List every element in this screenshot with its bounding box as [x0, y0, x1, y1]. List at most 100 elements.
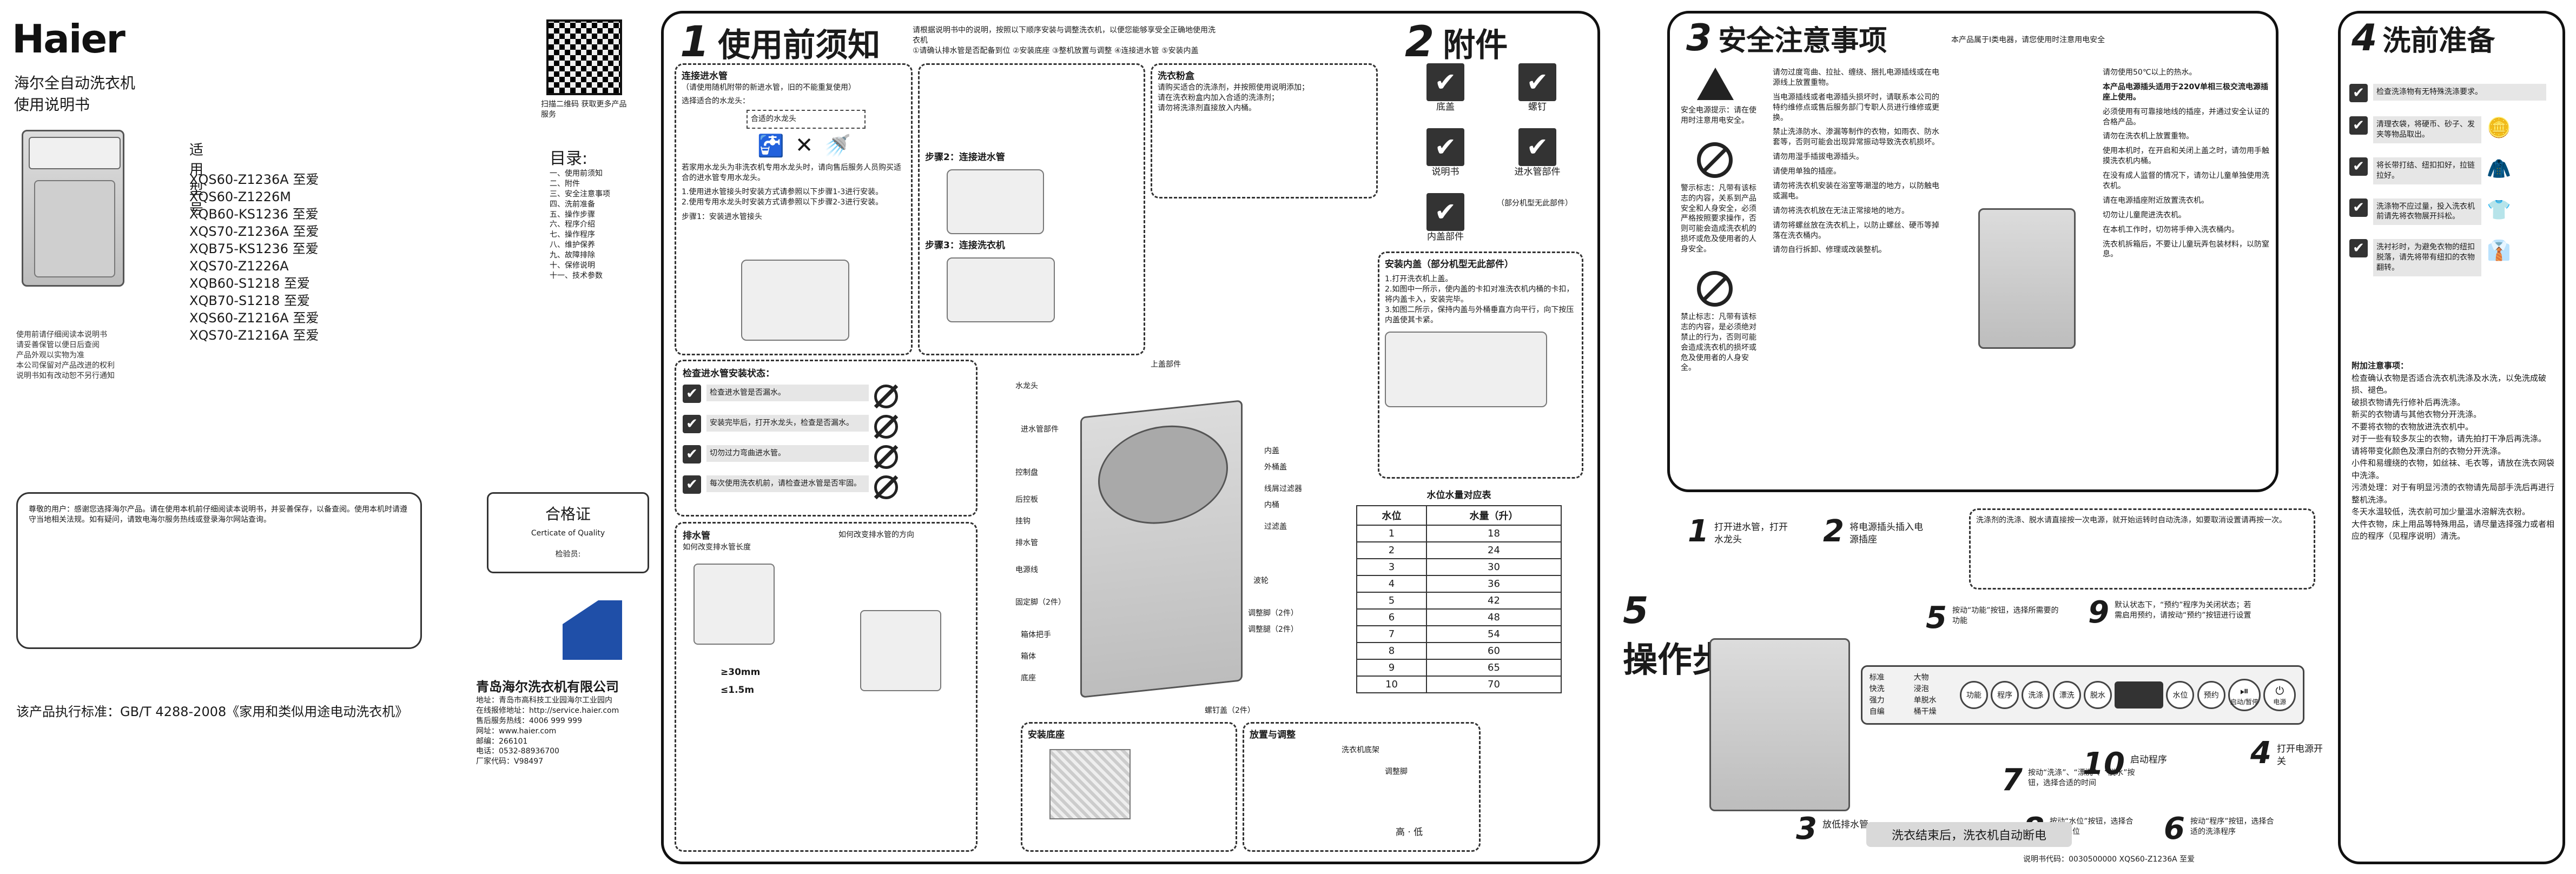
op-step-number: 9	[2088, 595, 2109, 630]
user-notice-box: 尊敬的用户：感谢您选择海尔产品。请在使用本机前仔细阅读本说明书，并妥善保存，以备…	[16, 492, 422, 649]
model-item: XQB60-S1218 至爱	[189, 276, 310, 291]
panel-button-delay[interactable]: 预约	[2197, 681, 2225, 709]
company-phone: 电话：0532-88936700	[476, 747, 559, 756]
program-label: 单脱水	[1913, 696, 1937, 705]
detergent-note: 请勿将洗涤剂直接放入内桶。	[1158, 103, 1256, 112]
accessories-grid: ✔ 底盖 ✔ 螺钉 ✔ 说明书 ✔ 进水管部件 ✔ 内盖部件 （部分机型无此部件…	[1405, 63, 1589, 247]
prep-item: ✔ 清理衣袋，将硬币、砂子、发夹等物品取出。 🪙	[2349, 116, 2555, 143]
program-label: 强力	[1869, 696, 1885, 705]
op-step-text: 将电源插头插入电源插座	[1849, 522, 1923, 545]
op-step: 1 打开进水管，打开水龙头	[1688, 514, 1795, 549]
op-step-number: 3	[1796, 811, 1817, 846]
cover-note: 产品外观以实物为准	[16, 350, 84, 360]
lid-step: 3.如图二所示，保持内盖与外桶垂直方向平行，向下按压内盖使其卡紧。	[1385, 305, 1574, 325]
warning-icon	[1697, 68, 1734, 100]
section4-header: 4 洗前准备	[2352, 17, 2495, 59]
op-step: 10 启动程序	[2083, 746, 2195, 782]
forbidden-desc: 禁止标志：凡带有该标志的内容，是必须绝对禁止的行为，否则可能会造成洗衣机的损坏或…	[1681, 313, 1756, 373]
op-step: 4 打开电源开关	[2250, 736, 2331, 771]
drain-height-1: ≥30mm	[721, 666, 761, 678]
part-label: 调整脚（2件）	[1248, 609, 1298, 618]
inlet-hose-box: 连接进水管 （请使用随机附带的新进水管，旧的不能重复使用） 选择适合的水龙头： …	[675, 63, 913, 355]
inlet-title: 连接进水管	[682, 71, 728, 82]
panel-button-wash[interactable]: 洗涤	[2022, 681, 2050, 709]
drain-diagram-1	[693, 563, 775, 645]
power-label: 电源	[2273, 698, 2287, 706]
model-item: XQB75-KS1236 至爱	[189, 241, 319, 256]
part-label: 内桶	[1264, 501, 1279, 509]
certificate-inspector: 检验员:	[555, 549, 581, 559]
check-icon: ✔	[2349, 239, 2368, 258]
section1-subtitle-text: 请根据说明书中的说明，按照以下顺序安装与调整洗衣机，以便您能够享受全正确地使用洗…	[913, 26, 1216, 45]
check-icon: ✔	[683, 445, 701, 464]
washer-parts-illustration	[1080, 400, 1243, 698]
op-step-number: 7	[2002, 763, 2023, 798]
check-row: ✔ 检查进水管是否漏水。	[683, 384, 969, 408]
contents-list: 一、使用前须知 二、附件 三、安全注意事项 四、洗前准备 五、操作步骤 六、程序…	[550, 169, 658, 281]
prep-tip: 污渍处理：对于有明显污渍的衣物请先局部手洗后再进行整机洗涤。	[2352, 482, 2555, 505]
model-item: XQS60-Z1236A 至爱	[189, 172, 319, 187]
model-item: XQS70-Z1226A	[189, 259, 289, 274]
start-button[interactable]: ⏯ 启动/暂停	[2228, 679, 2261, 711]
lid-step: 1.打开洗衣机上盖。	[1385, 274, 1453, 283]
op-step-number: 2	[1823, 514, 1844, 549]
panel-button-rinse[interactable]: 漂洗	[2052, 681, 2081, 709]
cover-notes: 使用前请仔细阅读本说明书 请妥善保管以便日后查阅 产品外观以实物为准 本公司保留…	[16, 330, 179, 381]
section1-steps-line: ①请确认排水管是否配备到位 ②安装底座 ③整机放置与调整 ④连接进水管 ⑤安装内…	[913, 46, 1199, 55]
company-web: 网址：www.haier.com	[476, 726, 557, 736]
prep-tip: 请将带变化颜色及漂白剂的衣物分开洗涤。	[2352, 446, 2506, 456]
panel-button-label: 漂洗	[2059, 691, 2075, 700]
operation-steps: 1 打开进水管，打开水龙头 2 将电源插头插入电源插座 洗涤剂的洗涤、脱水请直接…	[1688, 508, 2326, 860]
section4-number: 4	[2352, 17, 2377, 59]
section4-panel: 4 洗前准备 ✔ 检查洗涤物有无特殊洗涤要求。 ✔ 清理衣袋，将硬币、砂子、发夹…	[2338, 11, 2565, 864]
check-icon: ✔	[1426, 128, 1464, 166]
contents-item: 七、操作程序	[550, 230, 595, 240]
op-step: 6 按动“程序”按钮，选择合适的洗涤程序	[2164, 811, 2277, 846]
install-base-title: 安装底座	[1028, 730, 1065, 740]
standard-line: 该产品执行标准：GB/T 4288-2008《家用和类似用途电动洗衣机》	[16, 704, 408, 719]
accessory-item: ✔ 内盖部件	[1405, 193, 1486, 243]
step2-title: 步骤2：连接进水管	[925, 152, 1005, 163]
part-label: 螺钉盖（2件）	[1205, 706, 1255, 715]
power-button[interactable]: ⏻ 电源	[2263, 679, 2296, 711]
safety-items-right: 请勿使用50℃以上的热水。 本产品电源插头适用于220V单相三极交流电源插座上使…	[2103, 68, 2270, 264]
model-item: XQS70-Z1216A 至爱	[189, 328, 319, 343]
panel-button-function[interactable]: 功能	[1959, 681, 1988, 709]
check-title: 检查进水管安装状态：	[683, 368, 775, 379]
water-col-header: 水位	[1356, 505, 1427, 526]
part-label: 波轮	[1253, 577, 1269, 585]
no-icon	[874, 414, 898, 439]
accessory-item: （部分机型无此部件）	[1497, 198, 1583, 209]
check-icon: ✔	[683, 384, 701, 403]
part-label: 内盖	[1264, 447, 1279, 455]
detergent-box: 洗衣粉盒 请购买适合的洗涤剂，并按照使用说明添加； 请在洗衣粉盒内加入合适的洗涤…	[1151, 63, 1378, 198]
prep-item: ✔ 将长带打结、纽扣扣好，拉链拉好。 🧥	[2349, 157, 2555, 184]
contents-item: 五、操作步骤	[550, 210, 595, 219]
detergent-note: 请在洗衣粉盒内加入合适的洗涤剂；	[1158, 93, 1279, 102]
prep-text: 检查洗涤物有无特殊洗涤要求。	[2373, 84, 2546, 101]
faucet-label: 选择适合的水龙头：	[682, 96, 750, 105]
panel-button-water-level[interactable]: 水位	[2166, 681, 2195, 709]
op-step-text: 启动程序	[2130, 754, 2167, 765]
panel-button-spin[interactable]: 脱水	[2083, 681, 2112, 709]
accessory-label: 进水管部件	[1514, 167, 1561, 177]
drain-title: 排水管	[683, 531, 710, 541]
faucet-bad-icon: 🚿	[824, 133, 851, 158]
display-screen	[2115, 681, 2164, 709]
prep-list: ✔ 检查洗涤物有无特殊洗涤要求。 ✔ 清理衣袋，将硬币、砂子、发夹等物品取出。 …	[2349, 84, 2555, 290]
panel-button-program[interactable]: 程序	[1991, 681, 2019, 709]
drain-box: 排水管 如何改变排水管长度 如何改变排水管的方向 ≥30mm ≤1.5m	[675, 522, 977, 852]
contents-item: 三、安全注意事项	[550, 189, 610, 198]
play-pause-icon: ⏯	[2240, 684, 2249, 697]
lid-title: 安装内盖（部分机型无此部件）	[1385, 259, 1514, 270]
part-label: 箱体把手	[1021, 631, 1051, 639]
check-icon: ✔	[683, 475, 701, 494]
clothes-icon: 👕	[2487, 198, 2511, 221]
model-label: 适用型号	[189, 142, 204, 218]
program-label: 大物	[1913, 673, 1929, 683]
check-text: 检查进水管是否漏水。	[706, 384, 869, 401]
panel-button-label: 水位	[2172, 691, 2188, 700]
